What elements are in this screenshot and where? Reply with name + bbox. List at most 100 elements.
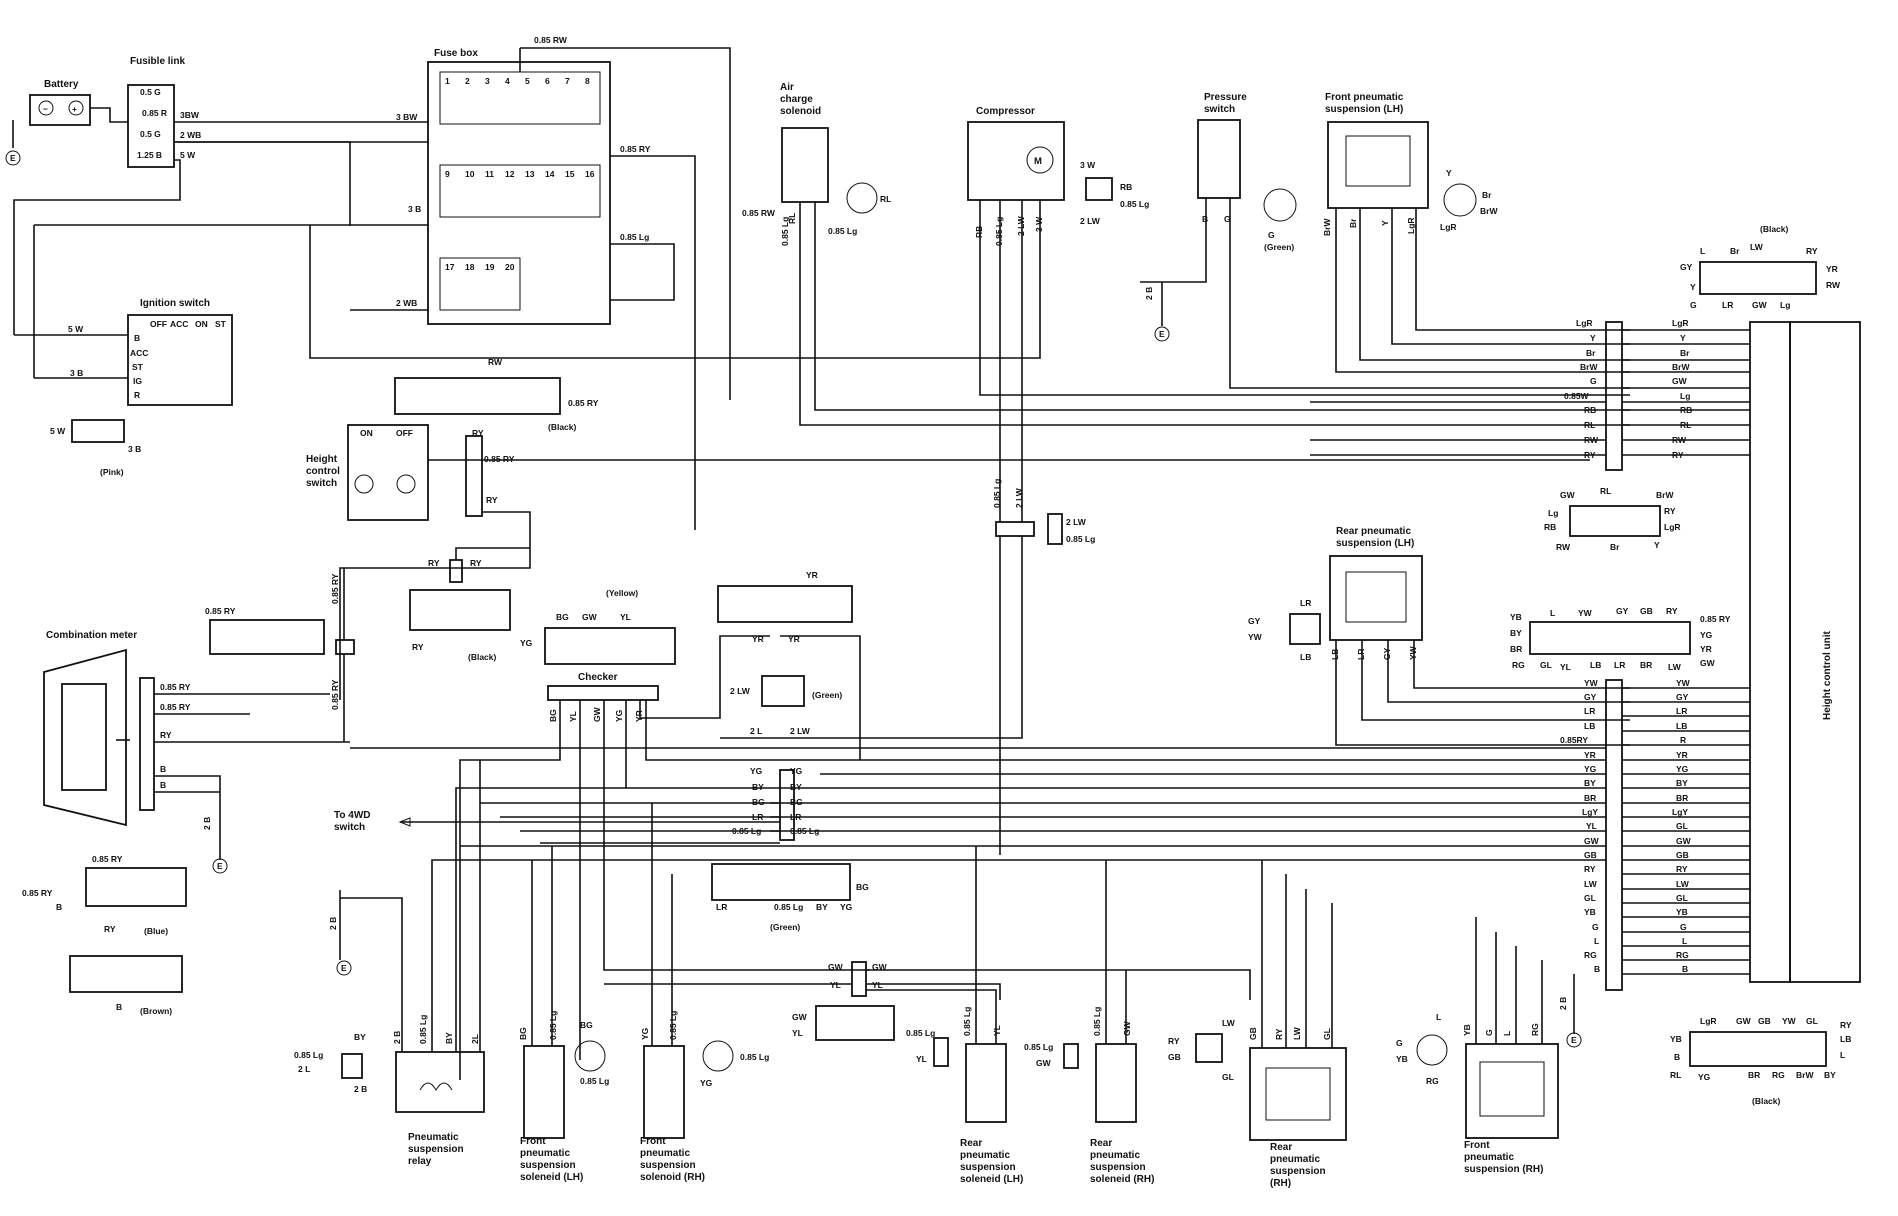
svg-text:LB: LB — [1584, 721, 1595, 731]
svg-text:0.85 RY: 0.85 RY — [160, 702, 191, 712]
svg-text:LgR: LgR — [1440, 222, 1457, 232]
svg-text:1.25 B: 1.25 B — [137, 150, 162, 160]
svg-text:3 B: 3 B — [408, 204, 421, 214]
svg-text:GW: GW — [828, 962, 844, 972]
svg-text:0.85 Lg: 0.85 Lg — [962, 1007, 972, 1036]
svg-text:LB: LB — [1330, 649, 1340, 660]
svg-text:0.85 Lg: 0.85 Lg — [418, 1015, 428, 1044]
svg-text:0.85 RY: 0.85 RY — [160, 682, 191, 692]
svg-text:0.85 RY: 0.85 RY — [22, 888, 53, 898]
svg-text:RY: RY — [160, 730, 172, 740]
svg-text:(Black): (Black) — [548, 422, 577, 432]
svg-text:GL: GL — [1676, 821, 1688, 831]
svg-text:Br: Br — [1730, 246, 1740, 256]
svg-text:BrW: BrW — [1656, 490, 1674, 500]
svg-text:0.85 RY: 0.85 RY — [205, 606, 236, 616]
svg-text:L: L — [1550, 608, 1555, 618]
svg-text:GW: GW — [582, 612, 598, 622]
compressor-body — [967, 121, 1065, 201]
svg-text:YG: YG — [750, 766, 763, 776]
svg-text:pneumatic: pneumatic — [520, 1148, 570, 1159]
svg-text:9: 9 — [445, 169, 450, 179]
black-connector-2: RY RY RY (Black) — [409, 547, 530, 662]
svg-text:Y: Y — [1380, 220, 1390, 226]
svg-text:L: L — [1682, 936, 1687, 946]
svg-text:YG: YG — [614, 709, 624, 722]
svg-text:RW: RW — [1826, 280, 1841, 290]
svg-text:RB: RB — [1544, 522, 1556, 532]
pressure-connector-icon — [1263, 188, 1297, 222]
air-solenoid-connector-icon — [846, 182, 878, 214]
svg-text:8: 8 — [585, 76, 590, 86]
svg-text:YR: YR — [1676, 750, 1688, 760]
svg-text:R: R — [134, 390, 140, 400]
svg-text:LW: LW — [1292, 1026, 1302, 1040]
svg-text:GY: GY — [1616, 606, 1629, 616]
svg-text:control: control — [306, 466, 340, 477]
svg-text:GB: GB — [1758, 1016, 1771, 1026]
ground-icon — [336, 960, 352, 976]
svg-text:BY: BY — [1510, 628, 1522, 638]
svg-text:LR: LR — [1356, 649, 1366, 660]
svg-text:Height control unit: Height control unit — [1822, 630, 1833, 720]
svg-text:M: M — [1034, 156, 1042, 167]
svg-text:E: E — [10, 153, 16, 163]
svg-text:+: + — [72, 104, 77, 114]
svg-text:LW: LW — [1676, 879, 1690, 889]
svg-text:RY: RY — [1806, 246, 1818, 256]
svg-text:suspension: suspension — [960, 1162, 1016, 1173]
battery-body — [29, 94, 91, 126]
svg-text:RG: RG — [1584, 950, 1597, 960]
svg-text:RW: RW — [1556, 542, 1571, 552]
green-small-connector: 2 LW (Green) 2 L 2 LW — [730, 675, 842, 736]
yellow-connector: (Yellow) BG GW YL YG — [520, 588, 676, 665]
svg-text:−: − — [43, 104, 48, 114]
svg-text:Y: Y — [1680, 333, 1686, 343]
svg-text:(Black): (Black) — [1752, 1096, 1781, 1106]
svg-text:R: R — [1680, 735, 1686, 745]
lower-bus: YW GY LR LB 0.85RY YR YG BY BR LgY YL GW… — [1560, 678, 1750, 991]
svg-text:(Green): (Green) — [812, 690, 842, 700]
svg-text:ST: ST — [215, 319, 227, 329]
svg-text:OFF: OFF — [150, 319, 167, 329]
svg-text:GW: GW — [872, 962, 888, 972]
front-solenoid-lh: BG 0.85 Lg BG 0.85 Lg Front pneumatic su… — [518, 846, 609, 1183]
svg-text:YW: YW — [1676, 678, 1691, 688]
svg-text:YL: YL — [792, 1028, 803, 1038]
svg-text:Front: Front — [520, 1136, 546, 1147]
svg-text:solenoid (RH): solenoid (RH) — [640, 1172, 705, 1183]
svg-text:Combination meter: Combination meter — [46, 630, 137, 641]
svg-text:Lg: Lg — [1680, 391, 1690, 401]
svg-text:GB: GB — [1584, 850, 1597, 860]
svg-text:suspension: suspension — [520, 1160, 576, 1171]
svg-text:2 L: 2 L — [298, 1064, 310, 1074]
svg-text:YG: YG — [790, 766, 803, 776]
svg-text:0.85 Lg: 0.85 Lg — [668, 1011, 678, 1040]
rear-pneumatic-suspension-lh: Rear pneumatic suspension (LH) GY LR YW … — [1248, 526, 1630, 746]
svg-text:17: 17 — [445, 262, 455, 272]
svg-text:YL: YL — [1560, 662, 1571, 672]
svg-text:19: 19 — [485, 262, 495, 272]
svg-text:Checker: Checker — [578, 672, 618, 683]
svg-text:(Brown): (Brown) — [140, 1006, 172, 1016]
svg-text:LW: LW — [1750, 242, 1764, 252]
svg-text:0.85 RW: 0.85 RW — [742, 208, 776, 218]
svg-text:5 W: 5 W — [50, 426, 66, 436]
svg-text:Br: Br — [1586, 348, 1596, 358]
svg-text:LB: LB — [1590, 660, 1601, 670]
svg-text:Air: Air — [780, 82, 794, 93]
height-control-unit: Height control unit — [1749, 321, 1861, 983]
black-connector-top: RW 0.85 RY (Black) — [394, 357, 599, 432]
svg-text:LW: LW — [1222, 1018, 1236, 1028]
svg-text:0.85 Lg: 0.85 Lg — [790, 826, 819, 836]
svg-text:0.85 RY: 0.85 RY — [330, 573, 340, 604]
battery-label: Battery — [44, 79, 79, 90]
svg-text:BR: BR — [1584, 793, 1596, 803]
svg-text:RB: RB — [1680, 405, 1692, 415]
svg-text:0.85 Lg: 0.85 Lg — [1092, 1007, 1102, 1036]
svg-text:YL: YL — [992, 1025, 1002, 1036]
svg-text:E: E — [341, 963, 347, 973]
svg-text:G: G — [1592, 922, 1599, 932]
svg-text:G: G — [1680, 922, 1687, 932]
